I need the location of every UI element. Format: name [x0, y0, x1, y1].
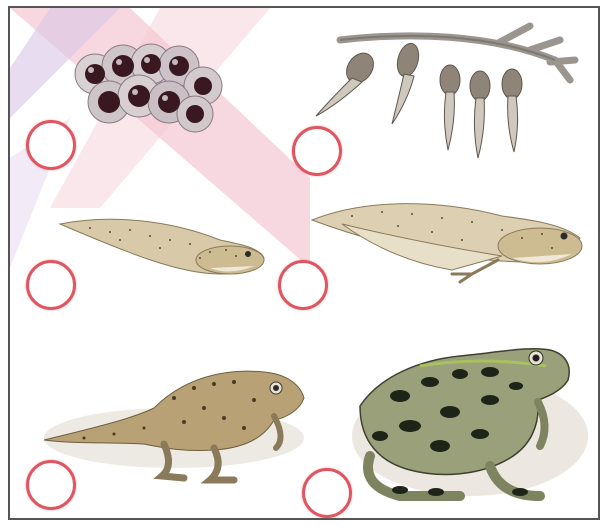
stage-hatching-answer-circle[interactable]: [292, 126, 342, 176]
stage-tadpole-legs-answer-circle[interactable]: [278, 260, 328, 310]
worksheet-frame: [8, 6, 600, 520]
stage-tadpole-answer-circle[interactable]: [26, 260, 76, 310]
hatching-tadpoles-icon: [300, 20, 585, 170]
tadpole-icon: [50, 204, 270, 284]
adult-frog-icon: [340, 326, 590, 516]
stage-adult-frog-answer-circle[interactable]: [302, 468, 352, 518]
tadpole-with-legs-icon: [302, 190, 592, 290]
stage-eggs-answer-circle[interactable]: [26, 120, 76, 170]
stage-froglet-answer-circle[interactable]: [26, 460, 76, 510]
frog-eggs-icon: [65, 36, 235, 146]
